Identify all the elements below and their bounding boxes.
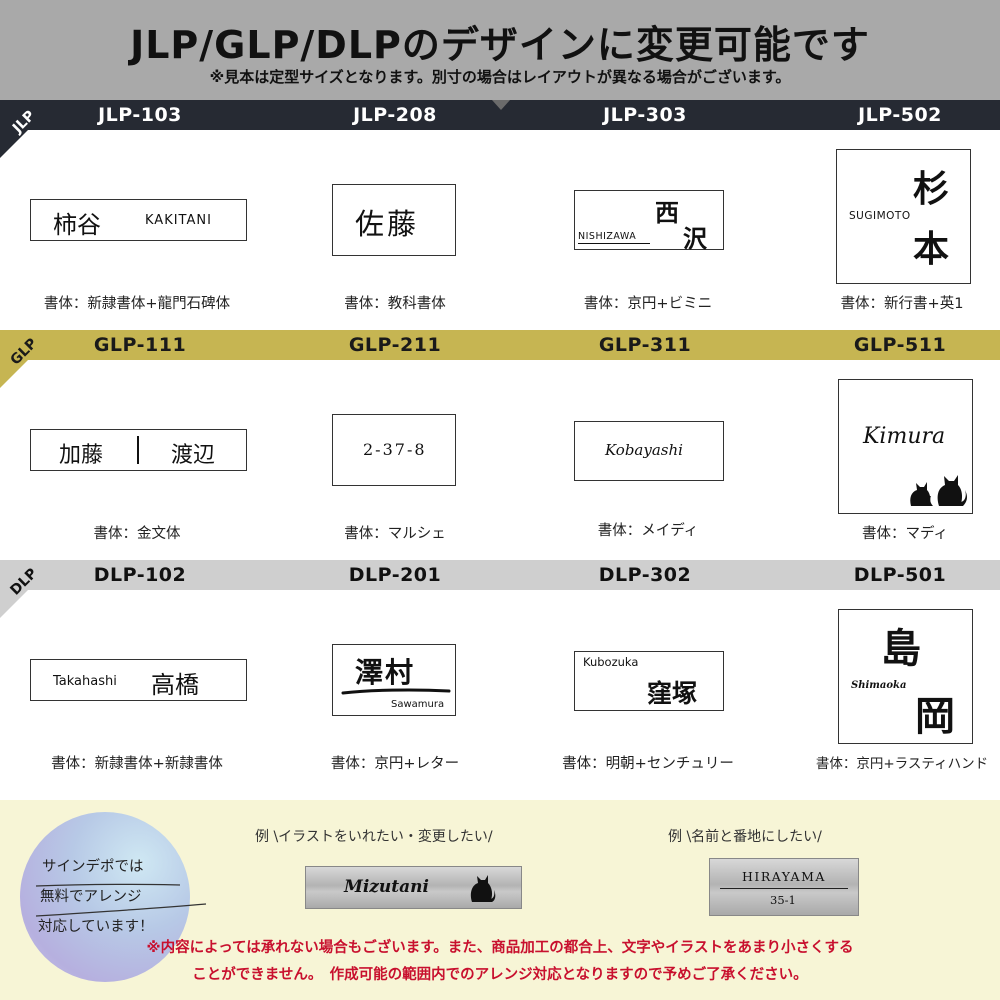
jlp-303-caption: 書体：京円+ビミニ xyxy=(583,296,713,312)
dlp-102-name-jp: 高橋 xyxy=(151,671,199,699)
dlp-102-code: DLP-102 xyxy=(93,564,187,586)
glp-511-code: GLP-511 xyxy=(853,334,947,356)
jlp-103-code: JLP-103 xyxy=(98,104,182,126)
dlp-102-caption: 書体：新隷書体+新隷書体 xyxy=(51,756,223,772)
dlp-201-caption: 書体：京円+レター xyxy=(330,756,460,772)
dlp-501-name-en: Shimaoka xyxy=(851,680,907,691)
jlp-303-rule xyxy=(578,243,650,244)
glp-311-name-en: Kobayashi xyxy=(605,441,683,459)
jlp-502-name-jp-2: 本 xyxy=(913,228,950,270)
disclaimer-line-2: ことができません。 作成可能の範囲内でのアレンジ対応となりますので予めご了承くだ… xyxy=(192,967,808,983)
glp-511-caption: 書体：マディ xyxy=(862,526,948,542)
dlp-band: DLP-102 DLP-201 DLP-302 DLP-501 xyxy=(0,560,1000,590)
dlp-302-name-jp: 窪塚 xyxy=(647,679,698,708)
glp-211-number: 2-37-8 xyxy=(363,440,427,459)
disclaimer-line-1: ※内容によっては承れない場合もございます。また、商品加工の都合上、文字やイラスト… xyxy=(146,940,854,956)
jlp-208-code: JLP-208 xyxy=(353,104,437,126)
page-header: JLP/GLP/DLPのデザインに変更可能です ※見本は定型サイズとなります。別… xyxy=(0,0,1000,100)
jlp-208-plate: 佐藤 xyxy=(332,184,456,256)
jlp-303-name-en: NISHIZAWA xyxy=(578,231,637,242)
example-2-plate-rule xyxy=(720,888,848,889)
example-1-plate: Mizutani xyxy=(305,866,522,909)
dlp-501-plate: 島 岡 Shimaoka xyxy=(838,609,973,744)
example-1-label: 例 \イラストをいれたい・変更したい/ xyxy=(255,829,493,845)
dlp-302-name-en: Kubozuka xyxy=(583,655,639,669)
glp-211-plate: 2-37-8 xyxy=(332,414,456,486)
page-title: JLP/GLP/DLPのデザインに変更可能です xyxy=(130,23,870,67)
jlp-303-plate: 西 沢 NISHIZAWA xyxy=(574,190,724,253)
dlp-302-code: DLP-302 xyxy=(598,564,692,586)
dlp-corner-tag: DLP xyxy=(0,560,70,630)
header-pointer xyxy=(492,100,510,110)
dlp-102-plate: Takahashi 高橋 xyxy=(30,659,247,701)
jlp-103-name-en: KAKITANI xyxy=(145,213,212,228)
dlp-102-name-en: Takahashi xyxy=(53,674,117,689)
jlp-303-code: JLP-303 xyxy=(603,104,687,126)
glp-511-name-en: Kimura xyxy=(863,424,946,449)
glp-111-code: GLP-111 xyxy=(93,334,187,356)
example-2-label: 例 \名前と番地にしたい/ xyxy=(668,829,822,845)
jlp-208-name-jp: 佐藤 xyxy=(355,207,420,241)
glp-band: GLP-111 GLP-211 GLP-311 GLP-511 xyxy=(0,330,1000,360)
badge-line-3: 対応しています！ xyxy=(38,919,154,935)
jlp-502-name-jp-1: 杉 xyxy=(913,168,950,210)
dlp-501-caption: 書体：京円+ラスティハンド xyxy=(815,756,989,772)
cat-silhouette-icon xyxy=(910,475,967,506)
badge-underline-icon xyxy=(35,883,207,917)
glp-111-name-1: 加藤 xyxy=(59,443,104,468)
glp-311-plate: Kobayashi xyxy=(574,421,724,481)
dlp-501-name-jp-1: 島 xyxy=(881,625,921,672)
free-arrangement-badge xyxy=(20,812,190,982)
jlp-208-caption: 書体：教科書体 xyxy=(344,296,446,312)
swash-underline-icon xyxy=(341,688,451,695)
example-2-plate: HIRAYAMA 35-1 xyxy=(709,858,859,916)
glp-111-plate: 加藤 渡辺 xyxy=(30,429,247,471)
dlp-201-name-en: Sawamura xyxy=(391,699,445,710)
dlp-302-plate: Kubozuka 窪塚 xyxy=(574,651,724,711)
jlp-303-name-jp-2: 沢 xyxy=(683,224,707,253)
glp-311-caption: 書体：メイディ xyxy=(597,523,699,539)
dlp-201-plate: 澤村 Sawamura xyxy=(332,644,456,716)
glp-311-code: GLP-311 xyxy=(598,334,692,356)
dlp-201-name-jp: 澤村 xyxy=(355,656,416,689)
glp-corner-tag: GLP xyxy=(0,330,70,400)
jlp-corner-tag: JLP xyxy=(0,100,70,170)
jlp-502-plate: 杉 本 SUGIMOTO xyxy=(836,149,971,284)
jlp-502-name-en: SUGIMOTO xyxy=(849,210,911,222)
badge-line-2: 無料でアレンジ xyxy=(40,889,142,905)
glp-211-code: GLP-211 xyxy=(348,334,442,356)
dlp-501-code: DLP-501 xyxy=(853,564,947,586)
badge-line-1: サインデポでは xyxy=(42,859,144,875)
glp-511-plate: Kimura xyxy=(838,379,973,514)
jlp-502-caption: 書体：新行書+英1 xyxy=(840,296,964,312)
dlp-201-code: DLP-201 xyxy=(348,564,442,586)
jlp-502-code: JLP-502 xyxy=(858,104,942,126)
page-subtitle: ※見本は定型サイズとなります。別寸の場合はレイアウトが異なる場合がございます。 xyxy=(209,68,791,86)
glp-111-name-2: 渡辺 xyxy=(171,443,216,468)
jlp-103-name-jp: 柿谷 xyxy=(53,211,101,239)
jlp-303-name-jp-1: 西 xyxy=(655,198,679,227)
dlp-501-name-jp-2: 岡 xyxy=(915,693,955,740)
cat-silhouette-icon xyxy=(470,875,496,902)
jlp-103-plate: 柿谷 KAKITANI xyxy=(30,199,247,241)
jlp-103-caption: 書体：新隷書体+龍門石碑体 xyxy=(43,296,231,312)
glp-111-divider xyxy=(137,436,139,464)
example-2-plate-name: HIRAYAMA xyxy=(742,869,826,884)
example-2-plate-number: 35-1 xyxy=(770,893,796,907)
glp-111-caption: 書体：金文体 xyxy=(93,526,181,542)
example-1-plate-text: Mizutani xyxy=(344,877,429,897)
glp-211-caption: 書体：マルシェ xyxy=(344,526,446,542)
dlp-302-caption: 書体：明朝+センチュリー xyxy=(562,756,734,772)
